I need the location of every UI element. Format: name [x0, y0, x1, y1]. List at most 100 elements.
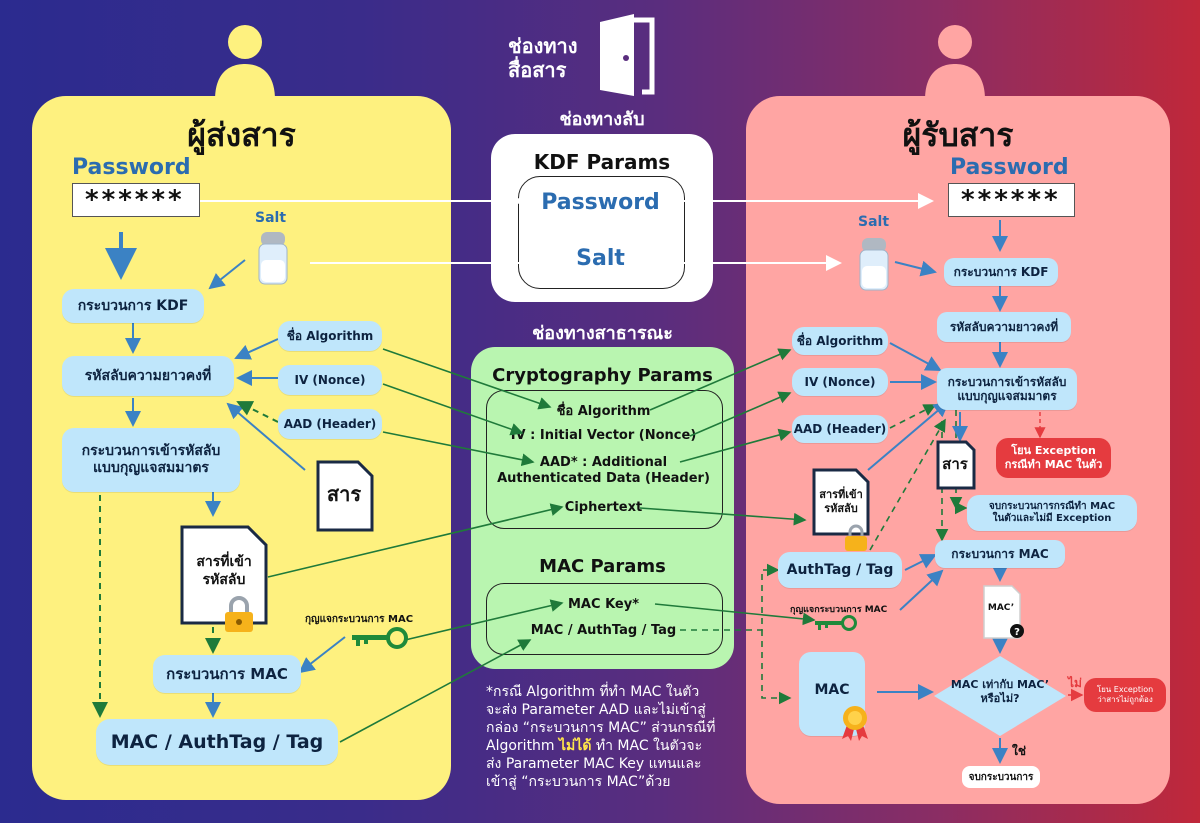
- receiver-mac-box: MAC: [799, 652, 865, 736]
- footnote-line4-c: ทำ MAC ในตัวจะ: [591, 738, 703, 754]
- public-params-panel: [471, 347, 734, 669]
- sender-aad: AAD (Header): [278, 409, 382, 439]
- svg-text:?: ?: [1014, 627, 1020, 638]
- arrow-iv-to-public: [382, 383, 524, 436]
- receiver-end-note: จบกระบวนการกรณีทำ MAC ในตัวและไม่มี Exce…: [967, 495, 1137, 531]
- sender-fixed-key: รหัสลับความยาวคงที่: [62, 356, 234, 396]
- receiver-exception-bad: โยน Exception ว่าสารไม่ถูกต้อง: [1084, 678, 1166, 712]
- sender-kdf-process: กระบวนการ KDF: [62, 289, 204, 323]
- kdf-password: Password: [541, 190, 660, 215]
- sender-password-field[interactable]: ******: [72, 183, 200, 217]
- receiver-ciphertext: สารที่เข้า รหัสลับ: [819, 488, 863, 516]
- sender-encrypt-process: กระบวนการเข้ารหัสลับ แบบกุญแจสมมาตร: [62, 428, 240, 492]
- receiver-mac-key-label: กุญแจกระบวนการ MAC: [790, 605, 888, 615]
- kdf-salt: Salt: [576, 246, 625, 271]
- arrow-r-salt-to-kdf: [894, 260, 937, 277]
- receiver-title: ผู้รับสาร: [902, 116, 1014, 154]
- arrow-algo-to-public: [382, 348, 552, 410]
- arrow-algo-to-key: [234, 338, 279, 360]
- footnote-line4: Algorithm ไม่ได้ ทำ MAC ในตัวจะ: [486, 737, 736, 755]
- receiver-exception-mac: โยน Exception กรณีทำ MAC ในตัว: [996, 438, 1111, 478]
- receiver-message: สาร: [942, 455, 968, 473]
- arrow-mackey-to-public: [404, 599, 564, 641]
- arrow-public-cipher-to-receiver: [639, 507, 807, 526]
- public-channel-heading: ช่องทางสาธารณะ: [532, 323, 673, 344]
- receiver-kdf-process: กระบวนการ KDF: [944, 258, 1058, 286]
- footnote-line6: เข้าสู่ “กระบวนการ MAC”ด้วย: [486, 774, 671, 790]
- arrow-public-algo-to-receiver: [649, 348, 792, 411]
- arrow-salt-to-kdf: [208, 259, 246, 290]
- receiver-mac-label: MAC: [814, 682, 850, 698]
- sender-person-icon: [215, 25, 275, 100]
- receiver-decrypt-process: กระบวนการเข้ารหัสลับ แบบกุญแจสมมาตร: [937, 368, 1077, 410]
- receiver-password-label: Password: [950, 155, 1069, 180]
- arrow-aad-to-decrypt-dashed: [889, 404, 937, 429]
- kdf-params-title: KDF Params: [533, 150, 671, 174]
- receiver-aad: AAD (Header): [792, 415, 888, 443]
- arrow-aad-to-key-dashed: [236, 401, 279, 423]
- receiver-person-icon: [925, 25, 985, 100]
- mac-params-title: MAC Params: [539, 556, 666, 577]
- arrow-cipher-to-public: [267, 503, 564, 578]
- arrow-r-mackey-to-macprocess: [899, 569, 944, 611]
- crypto-params-frame: [486, 390, 723, 529]
- receiver-no-label: ไม่: [1068, 676, 1082, 690]
- arrow-public-iv-to-receiver: [689, 391, 792, 437]
- sender-lock-icon: [225, 596, 253, 632]
- sender-title: ผู้ส่งสาร: [187, 116, 296, 154]
- arrow-public-mackey-to-receiver: [654, 603, 816, 626]
- arrow-mackey-to-macprocess: [298, 636, 346, 674]
- receiver-yes-label: ใช่: [1012, 744, 1027, 758]
- sender-salt-shaker-icon: [258, 232, 288, 285]
- sender-message-doc-icon: [316, 460, 374, 532]
- public-ciphertext: Ciphertext: [564, 500, 643, 515]
- arrow-r-cipher-to-decrypt: [867, 400, 950, 471]
- receiver-password-field[interactable]: ******: [948, 183, 1075, 217]
- receiver-authtag: AuthTag / Tag: [778, 552, 902, 588]
- secret-channel-heading: ช่องทางลับ: [559, 109, 645, 130]
- sender-iv: IV (Nonce): [278, 365, 382, 395]
- sender-mac-key-icon: [352, 627, 408, 649]
- channel-title-line2: สื่อสาร: [508, 58, 567, 82]
- sender-password-label: Password: [72, 155, 191, 180]
- public-mac-tag: MAC / AuthTag / Tag: [530, 623, 677, 638]
- channel-title: ช่องทาง สื่อสาร: [508, 34, 578, 82]
- mac-params-frame: [486, 583, 723, 655]
- receiver-compare: MAC เท่ากับ MAC’ หรือไม่?: [950, 678, 1050, 706]
- kdf-params-frame: [518, 176, 685, 289]
- receiver-mac-key-icon: [815, 615, 857, 631]
- receiver-algo: ชื่อ Algorithm: [792, 327, 888, 355]
- public-algo: ชื่อ Algorithm: [556, 404, 651, 419]
- arrow-aad-to-public: [382, 431, 535, 467]
- arrow-public-tag-to-mac-dashed: [761, 630, 792, 705]
- public-mac-key: MAC Key*: [568, 597, 639, 612]
- receiver-end: จบกระบวนการ: [962, 766, 1040, 788]
- arrow-public-tag-to-receiver-dashed: [680, 563, 780, 631]
- crypto-params-title: Cryptography Params: [492, 365, 713, 386]
- sender-salt-label: Salt: [255, 210, 287, 226]
- receiver-cipher-doc-icon: [812, 468, 870, 536]
- arrow-public-aad-to-receiver: [679, 428, 792, 463]
- footnote-line1: *กรณี Algorithm ที่ทำ MAC ในตัว: [486, 684, 700, 700]
- sender-algo: ชื่อ Algorithm: [278, 321, 382, 351]
- sender-mac-key-label: กุญแจกระบวนการ MAC: [305, 614, 414, 625]
- public-aad: AAD* : Additional Authenticated Data (He…: [497, 455, 710, 487]
- arrow-r-algo-to-decrypt: [889, 342, 942, 371]
- receiver-medal-icon: [842, 706, 868, 741]
- footnote-highlight: ไม่ได้: [559, 738, 592, 754]
- channel-title-line1: ช่องทาง: [508, 34, 578, 58]
- arrow-output-to-public: [339, 639, 532, 743]
- sender-mac-output: MAC / AuthTag / Tag: [96, 719, 338, 765]
- question-icon: ?: [1010, 624, 1024, 638]
- sender-mac-process: กระบวนการ MAC: [153, 655, 301, 693]
- arrow-r-authtag-to-macprocess: [904, 554, 937, 571]
- footnote-line2: จะส่ง Parameter AAD และไม่เข้าสู่: [486, 702, 706, 718]
- receiver-salt-label: Salt: [858, 214, 890, 230]
- arrow-authtag-to-decrypt-dashed: [869, 418, 946, 551]
- receiver-mac-prime-doc-icon: [983, 585, 1021, 639]
- footnote: *กรณี Algorithm ที่ทำ MAC ในตัว จะส่ง Pa…: [486, 683, 736, 791]
- receiver-compare-diamond: [934, 656, 1066, 736]
- receiver-fixed-key: รหัสลับความยาวคงที่: [937, 312, 1071, 342]
- sender-message: สาร: [326, 482, 362, 506]
